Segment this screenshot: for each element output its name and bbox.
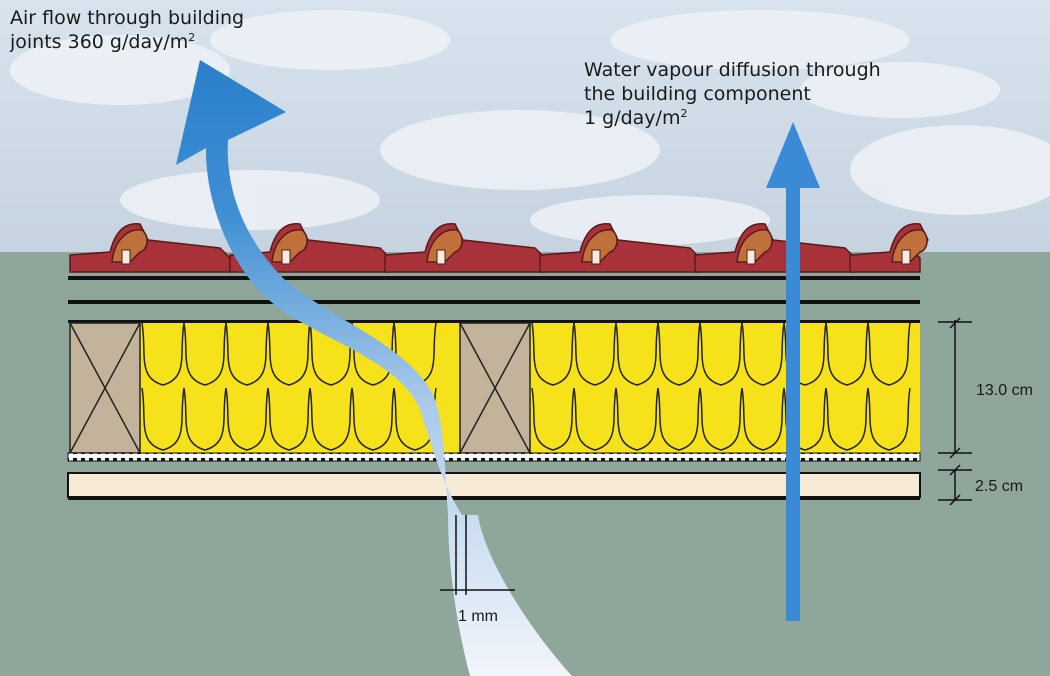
vapour-label-line3: 1 g/day/m2 xyxy=(584,106,881,130)
dimension-joint xyxy=(440,515,515,595)
joint-width-label: 1 mm xyxy=(458,608,498,625)
dimension-board xyxy=(938,464,972,506)
air-flow-label-line1: Air flow through building xyxy=(10,7,245,29)
interior-board xyxy=(67,472,921,498)
roof-tile xyxy=(849,223,930,273)
air-flow-arrow xyxy=(176,60,572,676)
roof-tile xyxy=(69,223,231,273)
board-thickness-label: 2.5 cm xyxy=(975,478,1024,495)
air-flow-label-line2-text: joints 360 g/day/m xyxy=(10,31,189,53)
roof-tile xyxy=(539,223,701,273)
roof-tile xyxy=(229,223,391,273)
roof-tiles xyxy=(69,223,930,273)
air-flow-label-line2: joints 360 g/day/m2 xyxy=(10,30,244,54)
insulation-thickness-label: 13.0 cm xyxy=(976,382,1033,399)
roof-batten-line xyxy=(68,276,920,280)
vapour-label-line2: the building component xyxy=(584,83,811,105)
roof-tile xyxy=(384,223,546,273)
ground-background xyxy=(0,252,1050,676)
rafter-left xyxy=(69,322,141,454)
vapour-label-line1: Water vapour diffusion through xyxy=(584,59,881,81)
roof-tile xyxy=(694,223,856,273)
air-flow-label: Air flow through building joints 360 g/d… xyxy=(10,6,244,54)
vapour-diffusion-label: Water vapour diffusion through the build… xyxy=(584,58,881,130)
vapour-label-line3-text: 1 g/day/m xyxy=(584,107,681,129)
vapour-superscript: 2 xyxy=(680,107,688,120)
dimension-insulation xyxy=(938,317,972,459)
air-flow-superscript: 2 xyxy=(188,31,196,44)
vapour-diffusion-arrow xyxy=(766,122,820,621)
underlay-line xyxy=(68,300,920,304)
clouds xyxy=(10,10,1050,245)
rafter-middle xyxy=(459,322,531,454)
vapour-barrier xyxy=(67,452,921,462)
